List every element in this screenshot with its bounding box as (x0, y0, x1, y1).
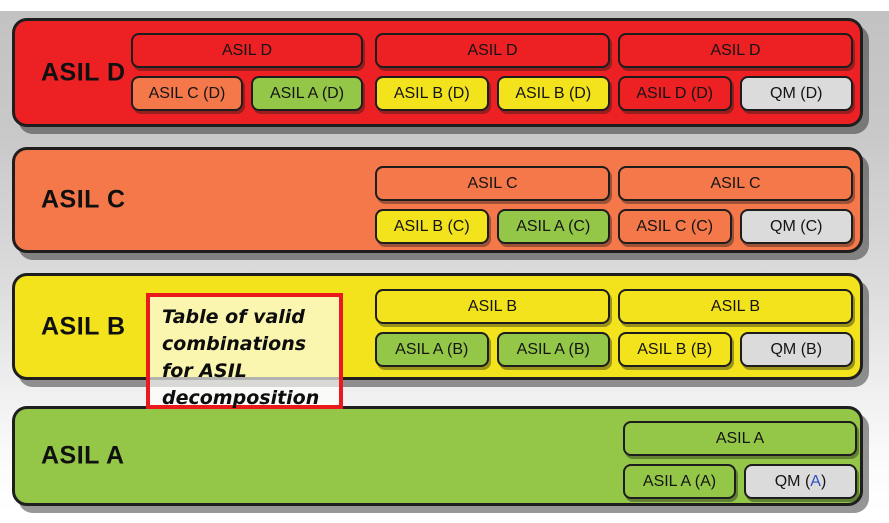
decomposition-group: ASIL D ASIL C (D) ASIL A (D) (131, 33, 363, 111)
decomposition-option: QM (C) (739, 209, 853, 244)
option-label-part: QM ( (774, 472, 811, 490)
group-header: ASIL B (375, 289, 610, 324)
decomposition-option: QM (A) (744, 464, 857, 499)
group-header: ASIL D (131, 33, 363, 68)
decomposition-group: ASIL A ASIL A (A) QM (A) (623, 421, 857, 499)
group-header: ASIL B (618, 289, 853, 324)
group-header: ASIL C (375, 166, 610, 201)
decomposition-group: ASIL D ASIL B (D) ASIL B (D) (375, 33, 610, 111)
option-label-blue-letter: A (810, 472, 821, 490)
decomposition-option: ASIL A (D) (251, 76, 363, 111)
annotation-text: Table of valid combinations for ASIL dec… (162, 306, 320, 409)
band-asil-c: ASIL C ASIL C ASIL B (C) ASIL A (C) ASIL… (12, 147, 863, 253)
decomposition-group: ASIL B ASIL B (B) QM (B) (618, 289, 853, 367)
band-asil-d: ASIL D ASIL D ASIL C (D) ASIL A (D) ASIL… (12, 18, 863, 127)
annotation-callout: Table of valid combinations for ASIL dec… (146, 293, 343, 409)
group-header: ASIL A (623, 421, 857, 456)
option-row: ASIL C (D) ASIL A (D) (131, 76, 363, 111)
decomposition-option: ASIL B (D) (496, 76, 610, 111)
option-row: ASIL B (B) QM (B) (618, 332, 853, 367)
band-asil-a: ASIL A ASIL A ASIL A (A) QM (A) (12, 406, 863, 506)
group-header: ASIL D (618, 33, 853, 68)
decomposition-option: QM (D) (739, 76, 853, 111)
band-label-asil-d: ASIL D (41, 58, 126, 86)
decomposition-option: ASIL A (B) (496, 332, 610, 367)
decomposition-option: ASIL C (D) (131, 76, 243, 111)
option-row: ASIL C (C) QM (C) (618, 209, 853, 244)
decomposition-option: ASIL A (A) (623, 464, 736, 499)
decomposition-option: ASIL B (D) (375, 76, 489, 111)
band-label-asil-a: ASIL A (41, 441, 125, 470)
decomposition-option: ASIL C (C) (618, 209, 732, 244)
option-row: ASIL A (B) ASIL A (B) (375, 332, 610, 367)
group-header: ASIL D (375, 33, 610, 68)
option-row: ASIL B (D) ASIL B (D) (375, 76, 610, 111)
decomposition-group: ASIL C ASIL B (C) ASIL A (C) (375, 166, 610, 244)
decomposition-group: ASIL B ASIL A (B) ASIL A (B) (375, 289, 610, 367)
decomposition-option: ASIL A (B) (375, 332, 489, 367)
option-row: ASIL B (C) ASIL A (C) (375, 209, 610, 244)
decomposition-option: ASIL B (C) (375, 209, 489, 244)
group-header: ASIL C (618, 166, 853, 201)
decomposition-group: ASIL D ASIL D (D) QM (D) (618, 33, 853, 111)
decomposition-group: ASIL C ASIL C (C) QM (C) (618, 166, 853, 244)
decomposition-option: ASIL B (B) (618, 332, 732, 367)
decomposition-option: QM (B) (739, 332, 853, 367)
band-asil-b: ASIL B ASIL B ASIL A (B) ASIL A (B) ASIL… (12, 273, 863, 380)
decomposition-option: ASIL D (D) (618, 76, 732, 111)
band-label-asil-c: ASIL C (41, 185, 126, 214)
option-row: ASIL D (D) QM (D) (618, 76, 853, 111)
decomposition-option: ASIL A (C) (496, 209, 610, 244)
option-row: ASIL A (A) QM (A) (623, 464, 857, 499)
band-label-asil-b: ASIL B (41, 312, 126, 340)
option-label-part: ) (820, 472, 827, 490)
